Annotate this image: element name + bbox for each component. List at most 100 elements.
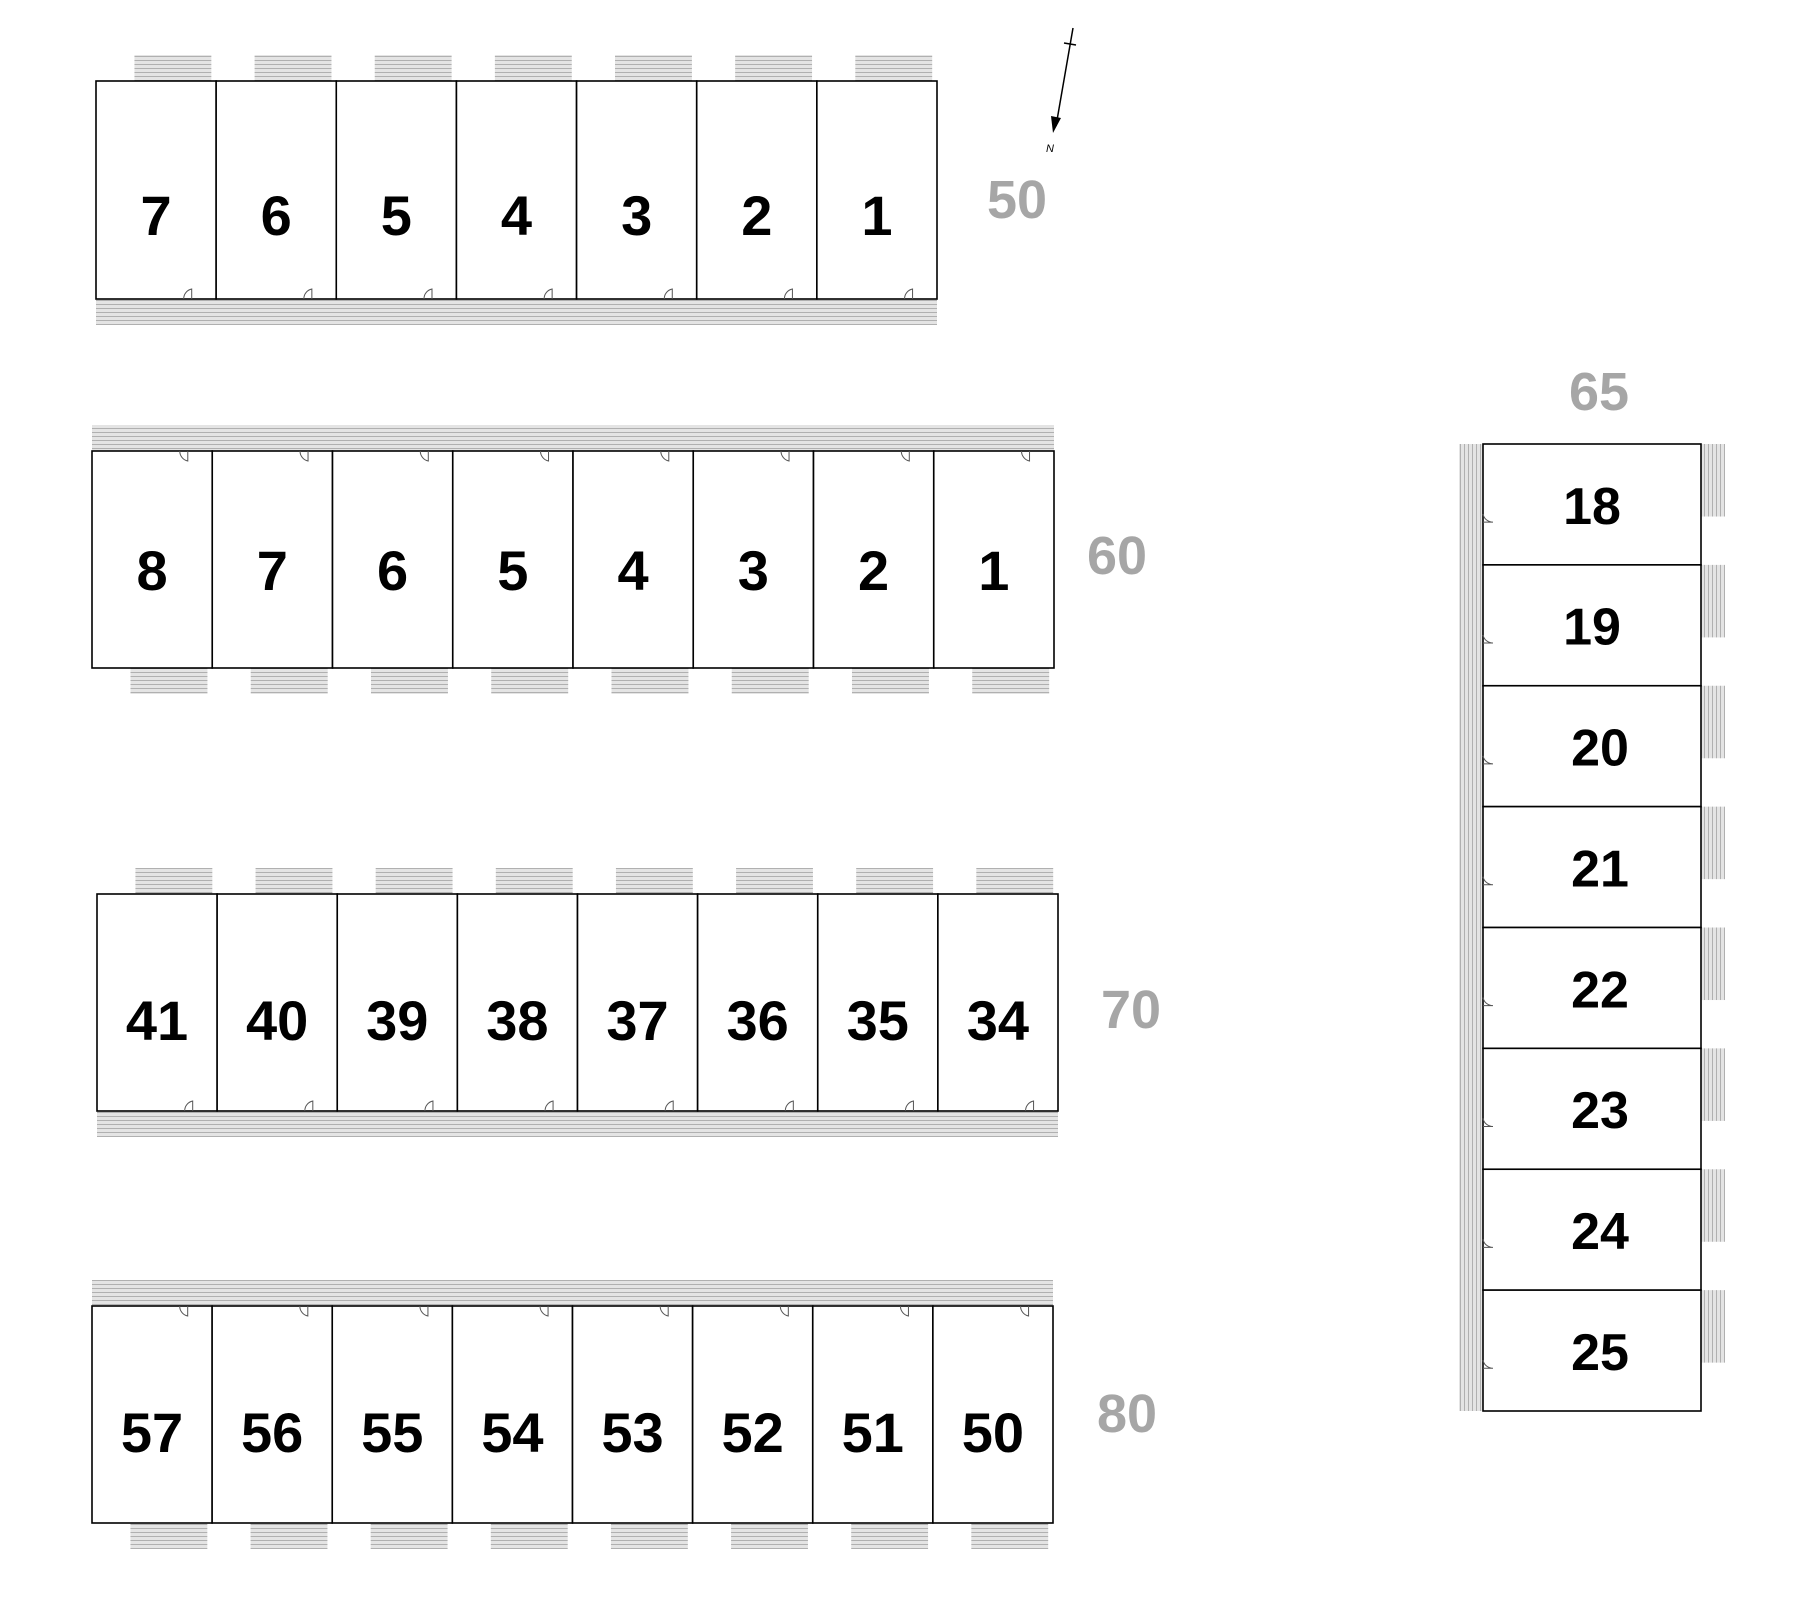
deck-strip (92, 425, 1054, 451)
door-icon (780, 450, 790, 462)
unit-number: 22 (1571, 961, 1629, 1019)
unit-number: 5 (497, 539, 528, 602)
door-icon (779, 1305, 789, 1317)
deck-strip (96, 299, 937, 325)
unit-number: 24 (1571, 1203, 1629, 1261)
door-icon (1482, 634, 1494, 644)
unit: 22 (1482, 926, 1702, 1050)
unit: 7 (95, 80, 217, 300)
door-icon (179, 450, 189, 462)
unit-outline (1482, 443, 1702, 566)
door-icon (660, 450, 670, 462)
deck-strip (92, 1280, 1053, 1306)
unit-outline (91, 1305, 213, 1524)
deck (495, 868, 573, 894)
unit-number: 52 (722, 1401, 784, 1464)
unit-outline (1482, 805, 1702, 929)
unit: 20 (1482, 684, 1702, 808)
unit-number: 8 (137, 539, 168, 602)
door-icon (304, 1100, 314, 1112)
deck (250, 1523, 328, 1549)
unit: 23 (1482, 1047, 1702, 1171)
unit-outline (455, 80, 578, 300)
unit-outline (331, 450, 454, 669)
unit-outline (1482, 926, 1702, 1050)
unit-outline (95, 80, 217, 300)
deck (1701, 685, 1725, 759)
unit-number: 53 (601, 1401, 663, 1464)
unit-outline (1482, 1289, 1702, 1412)
deck (971, 1523, 1049, 1549)
unit: 3 (692, 450, 815, 669)
deck (254, 55, 332, 81)
unit-outline (695, 80, 818, 300)
deck (494, 55, 572, 81)
deck (731, 668, 809, 694)
unit: 57 (91, 1305, 213, 1524)
deck (731, 1523, 808, 1549)
unit-number: 51 (842, 1401, 904, 1464)
unit-number: 4 (618, 539, 649, 602)
unit-number: 41 (126, 989, 188, 1052)
unit-number: 3 (621, 184, 652, 247)
unit-outline (571, 1305, 694, 1524)
door-icon (423, 288, 433, 300)
deck (130, 1523, 208, 1549)
unit-outline (932, 1305, 1054, 1524)
unit: 38 (456, 893, 579, 1112)
decks (96, 55, 937, 325)
unit-outline (696, 893, 819, 1112)
door-icon (424, 1100, 434, 1112)
unit-number: 54 (481, 1401, 543, 1464)
unit: 41 (96, 893, 218, 1112)
unit-outline (451, 450, 574, 669)
unit-outline (336, 893, 459, 1112)
unit-number: 25 (1571, 1324, 1629, 1382)
unit-outline (816, 80, 938, 300)
block-label: 50 (987, 170, 1047, 230)
deck (250, 668, 328, 694)
deck (856, 868, 934, 894)
unit-number: 7 (257, 539, 288, 602)
unit: 6 (215, 80, 338, 300)
block-label: 65 (1569, 362, 1629, 422)
deck (370, 1523, 448, 1549)
unit-outline (937, 893, 1059, 1112)
door-icon (1482, 513, 1494, 523)
unit: 18 (1482, 443, 1702, 566)
unit-number: 38 (486, 989, 548, 1052)
unit: 2 (695, 80, 818, 300)
unit-outline (575, 80, 698, 300)
unit: 1 (816, 80, 938, 300)
door-icon (299, 450, 309, 462)
door-icon (539, 1305, 549, 1317)
unit-outline (691, 1305, 814, 1524)
unit-number: 20 (1571, 720, 1629, 778)
deck (851, 1523, 929, 1549)
deck (375, 868, 453, 894)
unit-number: 19 (1563, 599, 1621, 657)
block-label: 60 (1087, 526, 1147, 586)
door-icon (543, 288, 553, 300)
north-arrow-icon: N (1046, 27, 1077, 155)
unit: 5 (335, 80, 458, 300)
door-icon (1025, 1100, 1035, 1112)
deck (611, 668, 689, 694)
block-65: 18 19 20 21 22 23 24 25 65 (1459, 362, 1725, 1412)
door-icon (303, 288, 313, 300)
unit-outline (331, 1305, 454, 1524)
unit: 34 (937, 893, 1059, 1112)
deck (1701, 1169, 1725, 1242)
unit-number: 5 (381, 184, 412, 247)
unit-outline (451, 1305, 574, 1524)
door-icon (1482, 876, 1494, 886)
unit-outline (1482, 1047, 1702, 1171)
unit: 39 (336, 893, 459, 1112)
unit: 21 (1482, 805, 1702, 929)
deck (1701, 564, 1725, 638)
unit: 7 (211, 450, 334, 669)
door-icon (544, 1100, 554, 1112)
unit-number: 55 (361, 1401, 423, 1464)
